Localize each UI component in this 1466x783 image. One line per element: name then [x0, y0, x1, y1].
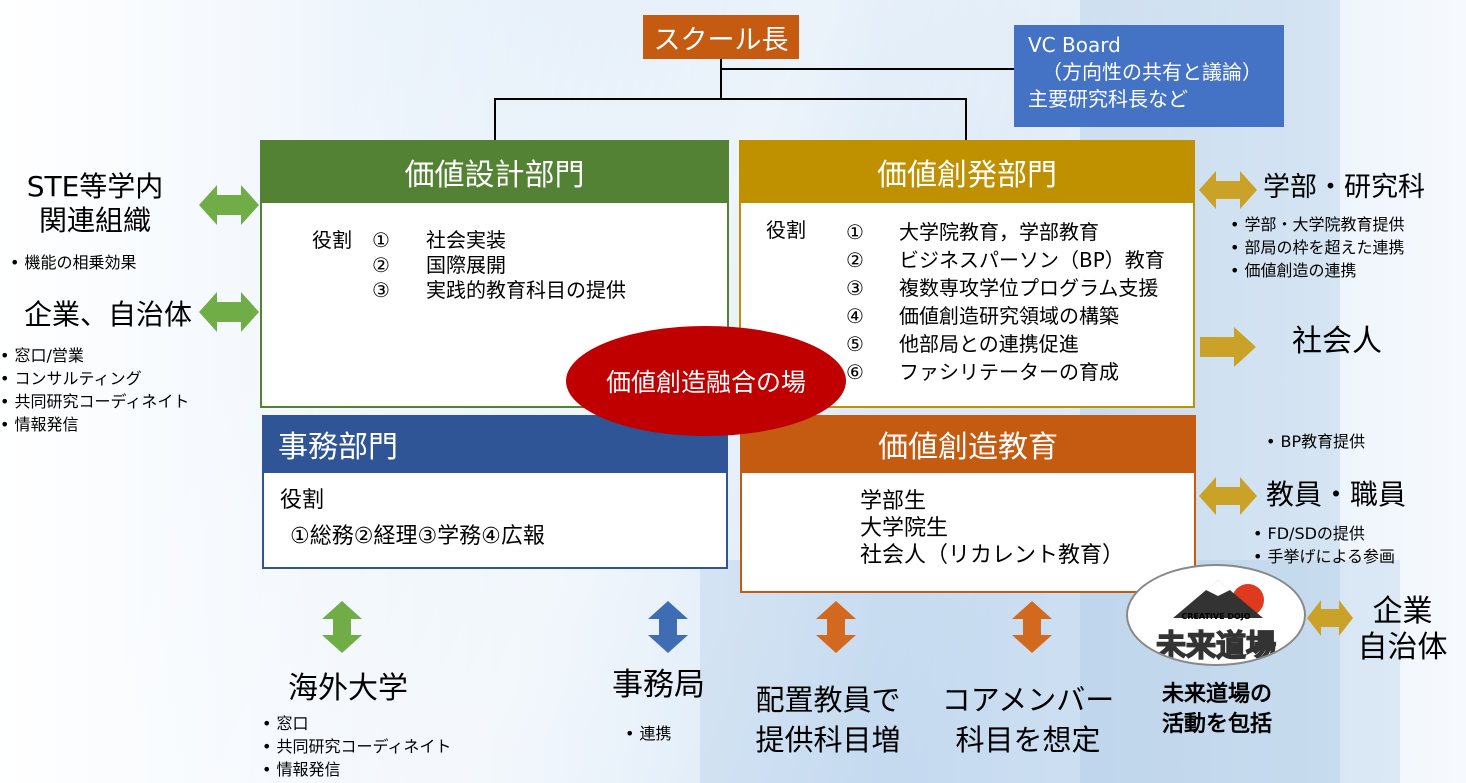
double-arrow-horizontal-icon — [1199, 477, 1257, 515]
creative-dojo-logo: CREATIVE DOJO 未来道場 — [1126, 564, 1306, 666]
staff-bullets: FD/SDの提供 手挙げによる参画 — [1253, 522, 1396, 568]
overseas-bullets: 窓口 共同研究コーディネイト 情報発信 — [262, 712, 452, 781]
list-item: 価値創造の連携 — [1230, 259, 1405, 282]
design-role-items: 社会実装 国際展開 実践的教育科目の提供 — [426, 228, 626, 303]
list-item: コンサルティング — [0, 367, 189, 390]
fusion-ellipse: 価値創造融合の場 — [566, 326, 846, 436]
admin-dept-title: 事務部門 — [278, 430, 398, 465]
design-dept-header: 価値設計部門 — [260, 140, 729, 203]
dojo-activity-text: 未来道場の 活動を包括 — [1161, 682, 1272, 737]
double-arrow-vertical-icon — [322, 601, 362, 653]
connector-line — [965, 98, 967, 140]
vc-board-members: 主要研究科長など — [1028, 87, 1188, 111]
list-item: 機能の相乗効果 — [10, 251, 137, 274]
working-adult-title: 社会人 — [1292, 324, 1382, 359]
list-item: 情報発信 — [0, 413, 189, 436]
list-item: 情報発信 — [262, 758, 451, 781]
edu-items: 学部生 大学院生 社会人（リカレント教育） — [860, 488, 1124, 569]
principal-label: スクール長 — [653, 24, 789, 56]
list-item: BP教育提供 — [1266, 430, 1366, 453]
creation-dept-title: 価値創発部門 — [877, 157, 1057, 193]
list-item: 窓口/営業 — [0, 344, 189, 367]
design-dept-title: 価値設計部門 — [404, 157, 585, 193]
double-arrow-vertical-icon — [816, 601, 856, 653]
connector-line — [720, 59, 722, 99]
list-item: 手挙げによる参画 — [1253, 545, 1396, 568]
list-item: 社会実装 — [426, 228, 506, 252]
connector-line — [720, 68, 1014, 70]
mountain-icon — [1173, 580, 1264, 618]
double-arrow-horizontal-icon — [199, 292, 259, 332]
vc-board-title: VC Board — [1028, 33, 1121, 57]
vc-board-box: VC Board （方向性の共有と議論） 主要研究科長など — [1014, 25, 1284, 127]
list-item: 他部局との連携促進 — [899, 332, 1079, 356]
list-item: 価値創造研究領域の構築 — [899, 304, 1119, 328]
corp2-title: 企業 自治体 — [1357, 594, 1448, 665]
assigned-faculty-text: 配置教員で 提供科目増 — [755, 683, 901, 757]
double-arrow-horizontal-icon — [1307, 600, 1353, 636]
double-arrow-horizontal-icon — [1199, 171, 1257, 209]
staff-title: 教員・職員 — [1266, 478, 1407, 511]
dojo-logo-big: 未来道場 — [1155, 628, 1277, 664]
list-item: ビジネスパーソン（BP）教育 — [899, 248, 1165, 272]
list-item: 大学院生 — [860, 516, 949, 541]
corp-title: 企業、自治体 — [23, 298, 192, 331]
creation-role-numbers: ① ② ③ ④ ⑤ ⑥ — [846, 220, 864, 384]
corp-bullets: 窓口/営業 コンサルティング 共同研究コーディネイト 情報発信 — [0, 344, 190, 436]
admin-role-label: 役割 — [280, 488, 325, 513]
list-item: 大学院教育，学部教育 — [899, 220, 1099, 244]
list-item: ファシリテーターの育成 — [899, 360, 1119, 384]
principal-box: スクール長 — [643, 15, 799, 59]
working-adult-bullets: BP教育提供 — [1266, 430, 1366, 453]
creation-role-items: 大学院教育，学部教育 ビジネスパーソン（BP）教育 複数専攻学位プログラム支援 … — [899, 218, 1165, 386]
dojo-logo-small: CREATIVE DOJO — [1181, 612, 1251, 621]
office-bullets: 連携 — [625, 722, 672, 745]
double-arrow-vertical-icon — [648, 601, 688, 653]
list-item: 実践的教育科目の提供 — [426, 278, 626, 302]
creation-dept-header: 価値創発部門 — [739, 140, 1195, 203]
connector-line — [494, 98, 496, 140]
list-item: 共同研究コーディネイト — [262, 735, 452, 758]
edu-dept-title: 価値創造教育 — [878, 430, 1058, 465]
ste-org-bullets: 機能の相乗効果 — [10, 251, 137, 274]
list-item: 学部生 — [860, 489, 927, 514]
fusion-label: 価値創造融合の場 — [605, 368, 806, 397]
vc-board-subtitle: （方向性の共有と議論） — [1042, 60, 1262, 84]
list-item: 共同研究コーディネイト — [0, 390, 190, 413]
double-arrow-vertical-icon — [1012, 601, 1052, 653]
overseas-title: 海外大学 — [288, 671, 408, 706]
office-title: 事務局 — [612, 667, 705, 703]
list-item: 連携 — [625, 722, 672, 745]
list-item: 複数専攻学位プログラム支援 — [899, 276, 1159, 300]
admin-role-items: ①総務②経理③学務④広報 — [290, 524, 545, 549]
list-item: 学部・大学院教育提供 — [1230, 213, 1405, 236]
list-item: 窓口 — [262, 712, 451, 735]
double-arrow-horizontal-icon — [199, 185, 259, 225]
faculty-bullets: 学部・大学院教育提供 部局の枠を超えた連携 価値創造の連携 — [1230, 213, 1405, 282]
connector-line — [494, 98, 966, 100]
design-role-numbers: ① ② ③ — [372, 228, 390, 302]
creation-role-label: 役割 — [766, 218, 806, 242]
ste-org-title: STE等学内 関連組織 — [26, 170, 164, 237]
list-item: FD/SDの提供 — [1253, 522, 1395, 545]
design-role-label: 役割 — [312, 228, 352, 252]
right-arrow-icon — [1200, 327, 1256, 367]
list-item: 国際展開 — [426, 253, 506, 277]
faculty-title: 学部・研究科 — [1263, 172, 1425, 203]
core-member-text: コアメンバー 科目を想定 — [941, 683, 1115, 757]
list-item: 社会人（リカレント教育） — [860, 543, 1125, 568]
edu-dept-header: 価値創造教育 — [740, 415, 1196, 473]
list-item: 部局の枠を超えた連携 — [1230, 236, 1405, 259]
